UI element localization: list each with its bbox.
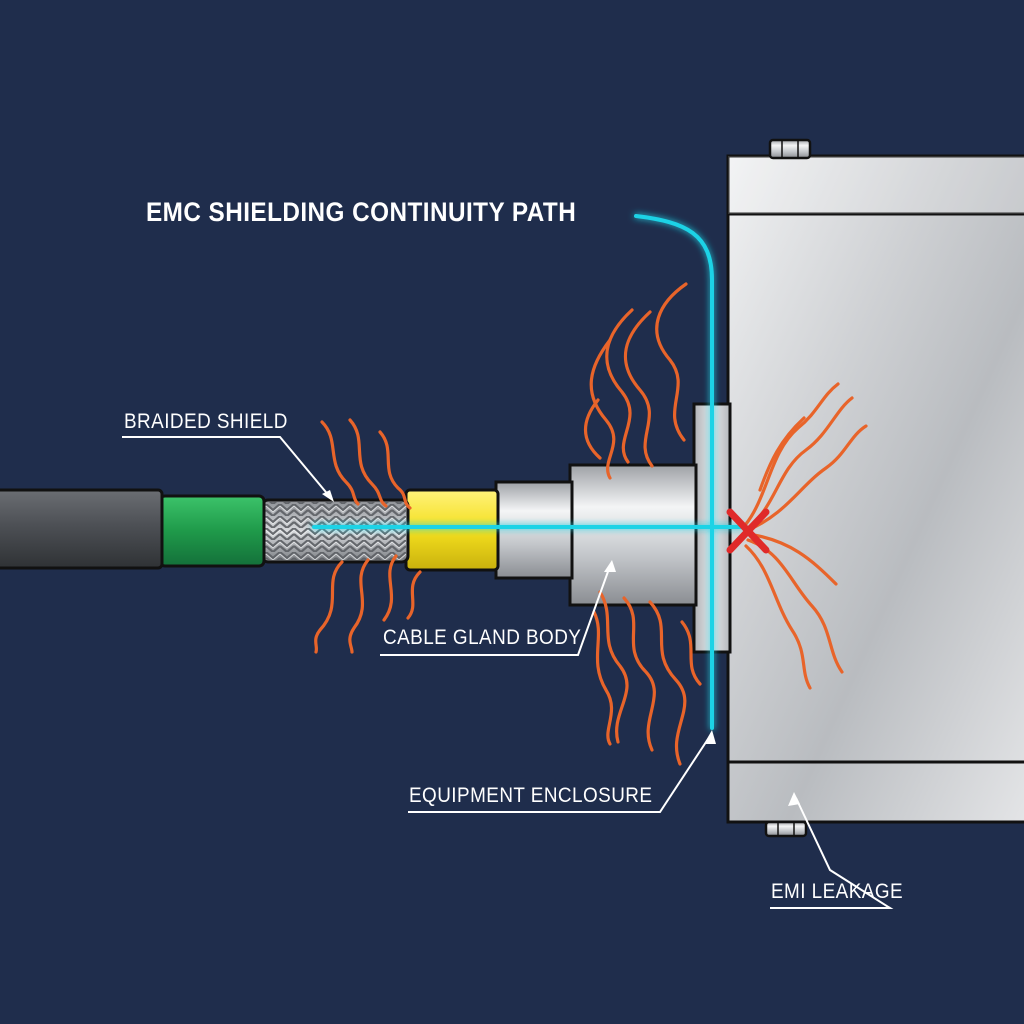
hex-bolt-icon xyxy=(764,820,808,838)
braided-shield xyxy=(260,498,410,564)
hex-bolt-icon xyxy=(768,138,812,160)
leader-lines xyxy=(122,436,894,909)
shield-continuity-path xyxy=(312,214,744,730)
emi-waves xyxy=(314,282,868,766)
break-x-icon xyxy=(726,508,770,554)
label-emi-leakage: EMI LEAKAGE xyxy=(771,880,904,903)
label-cable-gland-body: CABLE GLAND BODY xyxy=(383,626,582,649)
yellow-sleeve xyxy=(404,488,500,572)
leader-arrowheads xyxy=(322,490,800,806)
diagram-title: EMC SHIELDING CONTINUITY PATH xyxy=(146,197,577,227)
cable-gland-body xyxy=(494,463,698,607)
green-insulation xyxy=(158,494,266,568)
label-equipment-enclosure: EQUIPMENT ENCLOSURE xyxy=(409,784,653,807)
label-braided-shield: BRAIDED SHIELD xyxy=(124,410,288,433)
equipment-enclosure xyxy=(726,154,1024,824)
cable-outer-jacket xyxy=(0,488,164,570)
